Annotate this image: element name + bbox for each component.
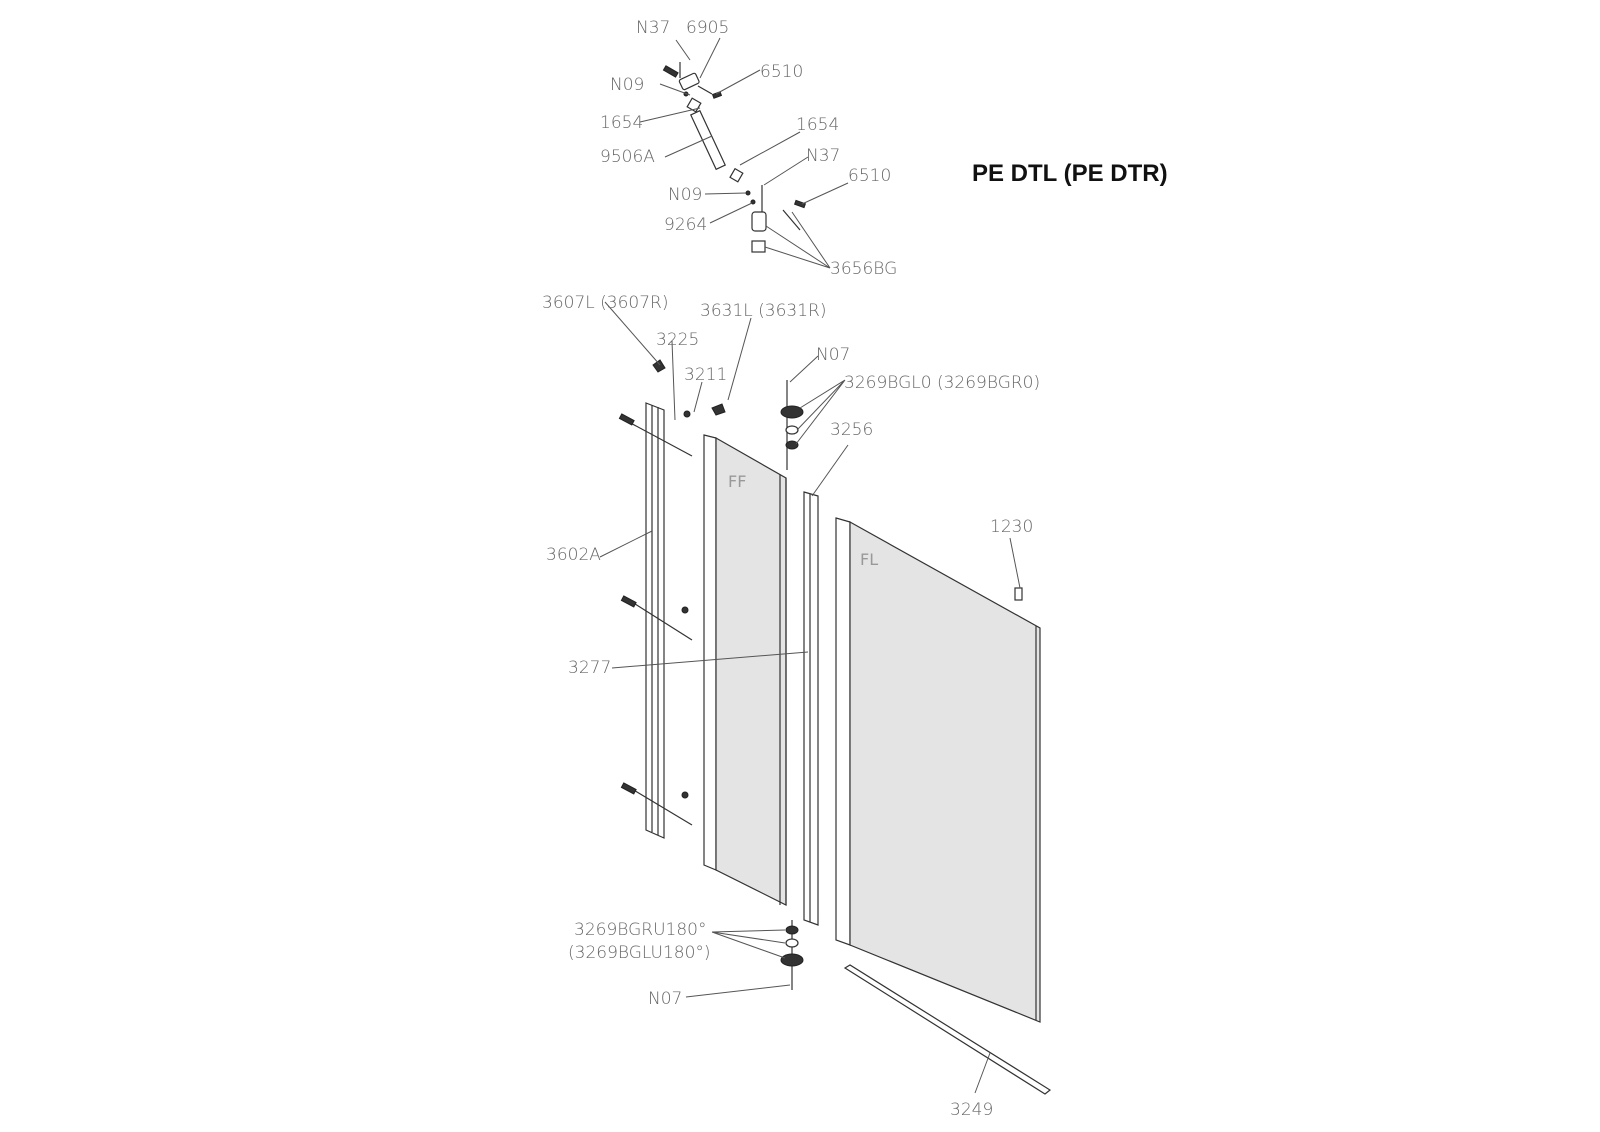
label-3269-bottom-1: 3269BGRU180°: [574, 920, 706, 940]
label-3269-bottom-2: (3269BGLU180°): [568, 943, 711, 963]
label-n37-mid: N37: [806, 146, 840, 166]
label-3256: 3256: [830, 420, 873, 440]
label-3602a: 3602A: [546, 545, 601, 565]
label-n07-bottom: N07: [648, 989, 682, 1009]
part-labels: N37 6905 6510 N09 1654 9506A 1654 N37 65…: [542, 18, 1040, 1120]
leader-lines: [599, 37, 1021, 1094]
label-3225: 3225: [656, 330, 699, 350]
label-1654-right: 1654: [796, 115, 839, 135]
bottom-rail-3249: [843, 964, 1052, 1095]
panel-fl: FL: [835, 517, 1041, 1023]
label-3249: 3249: [950, 1100, 993, 1120]
label-1654-left: 1654: [600, 113, 643, 133]
label-3631: 3631L (3631R): [700, 301, 826, 321]
hinge-top: [780, 380, 804, 470]
wall-screws: [618, 410, 693, 826]
panel-ff: FF: [703, 434, 787, 906]
label-3269-top: 3269BGL0 (3269BGR0): [844, 373, 1040, 393]
label-6510-mid: 6510: [848, 166, 891, 186]
seal-strip-3256: [803, 491, 819, 926]
label-6905: 6905: [686, 18, 729, 38]
hinge-bottom: [780, 920, 804, 990]
diagram-title: PE DTL (PE DTR): [972, 160, 1168, 187]
label-1230: 1230: [990, 517, 1033, 537]
label-n09-top: N09: [610, 75, 644, 95]
label-3211: 3211: [684, 365, 727, 385]
label-3656bg: 3656BG: [830, 259, 897, 279]
label-n09-mid: N09: [668, 185, 702, 205]
wall-profile-3602A: [618, 359, 726, 839]
label-3277: 3277: [568, 658, 611, 678]
label-3607: 3607L (3607R): [542, 293, 668, 313]
label-n07-top: N07: [816, 345, 850, 365]
label-9506a: 9506A: [600, 147, 655, 167]
label-6510-top: 6510: [760, 62, 803, 82]
label-9264: 9264: [664, 215, 707, 235]
panel-fl-label: FL: [860, 550, 878, 569]
panel-ff-label: FF: [728, 472, 746, 491]
label-n37-top: N37: [636, 18, 670, 38]
